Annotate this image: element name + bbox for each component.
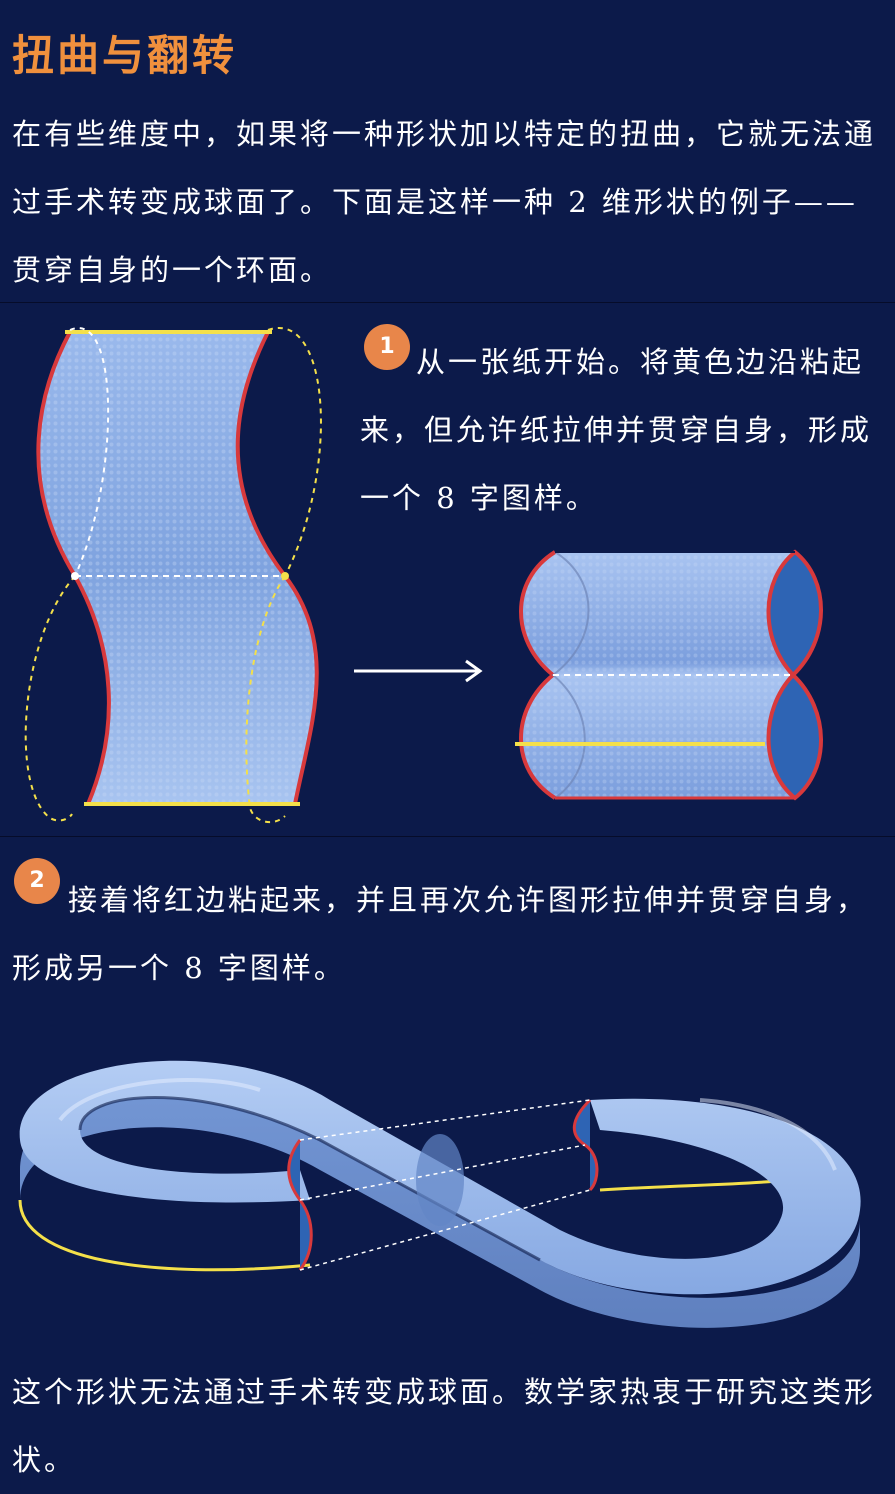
step-2-label: 接着将红边粘起来，并且再次允许图形拉伸并贯穿自身，形成另一个 8 字图样。 <box>12 883 869 985</box>
intro-paragraph: 在有些维度中，如果将一种形状加以特定的扭曲，它就无法通过手术转变成球面了。下面是… <box>12 117 877 287</box>
step-1-text: 从一张纸开始。将黄色边沿粘起来，但允许纸拉伸并贯穿自身，形成一个 8 字图样。 <box>360 328 888 532</box>
step-1-badge: 1 <box>364 324 410 370</box>
step-2-badge: 2 <box>14 858 60 904</box>
figure-eight-cylinder-illustration <box>515 549 823 801</box>
figure-eight-torus-illustration <box>18 1060 861 1328</box>
conclusion-text: 这个形状无法通过手术转变成球面。数学家热衷于研究这类形状。 <box>12 1375 877 1477</box>
page-title: 扭曲与翻转 <box>12 31 238 80</box>
divider-middle <box>0 836 895 837</box>
step-2-text: 接着将红边粘起来，并且再次允许图形拉伸并贯穿自身，形成另一个 8 字图样。 <box>12 866 887 1002</box>
divider-top <box>0 302 895 303</box>
arrow-right-icon <box>354 659 483 683</box>
step-1-label: 从一张纸开始。将黄色边沿粘起来，但允许纸拉伸并贯穿自身，形成一个 8 字图样。 <box>360 345 873 515</box>
paper-sheet-illustration <box>24 327 322 824</box>
